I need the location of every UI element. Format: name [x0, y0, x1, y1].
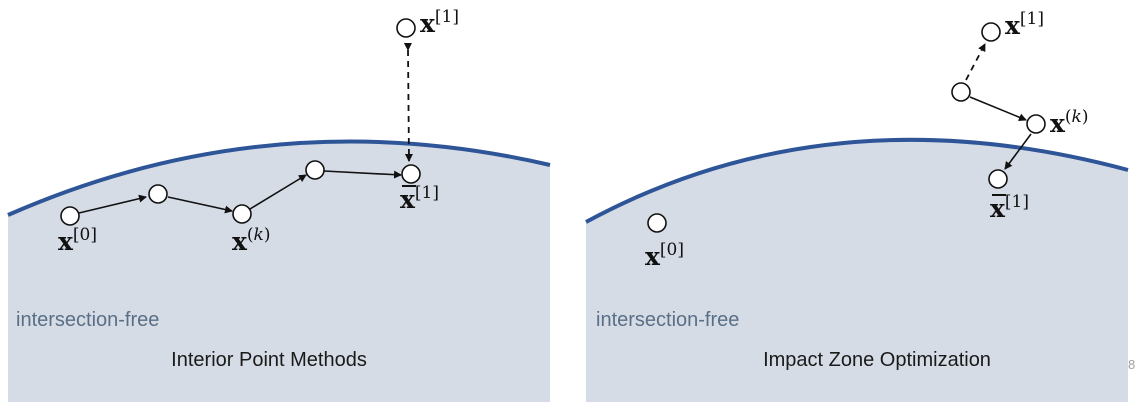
- label-x1: x[1]: [1005, 9, 1044, 40]
- projection-arrow: [965, 43, 986, 81]
- iterate-node-xk: [232, 204, 252, 224]
- label-xbar1: x[1]: [990, 192, 1029, 223]
- method-title: Interior Point Methods: [171, 349, 367, 371]
- panel-impact-zone-optimization: x[0] x[1] x(k) x[1] intersection-free Im…: [585, 9, 1129, 402]
- iterate-node-x0: [647, 213, 667, 233]
- iterate-node: [951, 82, 971, 102]
- step-arrow: [78, 194, 147, 214]
- label-x0: x[0]: [58, 225, 97, 256]
- intersection-free-region: [586, 139, 1128, 402]
- step-arrow: [969, 96, 1027, 122]
- projection-arrow: [403, 42, 413, 162]
- page-number: 8: [1128, 357, 1135, 372]
- region-label: intersection-free: [16, 309, 159, 331]
- label-xk: x(k): [1050, 107, 1089, 138]
- iterate-node: [305, 160, 325, 180]
- iterate-node-xk: [1026, 114, 1046, 134]
- boundary-curve: [7, 139, 551, 217]
- iterate-node: [148, 184, 168, 204]
- method-title: Impact Zone Optimization: [763, 349, 991, 371]
- label-xk: x(k): [232, 225, 271, 256]
- iterate-node-xbar1: [401, 164, 421, 184]
- region-label: intersection-free: [596, 309, 739, 331]
- step-arrow: [323, 170, 402, 179]
- panel-interior-point-methods: x[0] x(k) x[1] x[1] intersection-free In…: [7, 7, 551, 402]
- iterate-node-x0: [60, 206, 80, 226]
- intersection-free-region: [8, 141, 550, 402]
- label-xbar1: x[1]: [400, 183, 439, 214]
- iterate-node-x1: [396, 18, 416, 38]
- step-arrow: [1004, 133, 1032, 170]
- iterate-node-x1: [981, 22, 1001, 42]
- boundary-curve: [585, 137, 1129, 224]
- step-arrow: [249, 174, 307, 210]
- step-arrow: [167, 196, 233, 214]
- iterate-node-xbar1: [988, 169, 1008, 189]
- label-x0: x[0]: [645, 240, 684, 271]
- label-x1: x[1]: [420, 7, 459, 38]
